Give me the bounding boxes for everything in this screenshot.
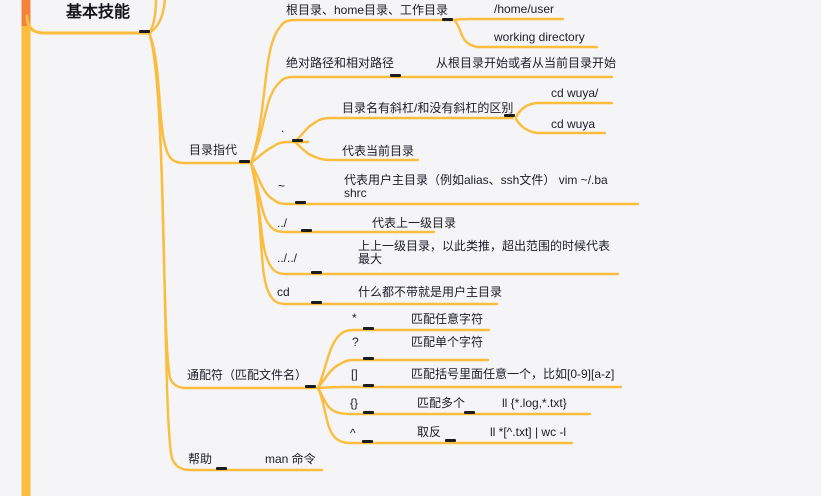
node-caret-desc[interactable]: 取反 bbox=[417, 425, 442, 439]
node-working-directory[interactable]: working directory bbox=[494, 30, 585, 44]
handle-help bbox=[216, 467, 227, 470]
node-cd-desc[interactable]: 什么都不带就是用户主目录 bbox=[358, 285, 503, 299]
node-path-start-desc[interactable]: 从根目录开始或者从当前目录开始 bbox=[436, 56, 617, 70]
handle-basic-skills bbox=[139, 30, 150, 33]
node-home-user-path[interactable]: /home/user bbox=[494, 2, 555, 16]
node-directory-reference[interactable]: 目录指代 bbox=[189, 143, 238, 157]
node-parent-dir-desc[interactable]: 代表上一级目录 bbox=[372, 216, 457, 230]
node-braces-desc[interactable]: 匹配多个 bbox=[417, 396, 466, 410]
node-caret-example[interactable]: ll *[^.txt] | wc -l bbox=[490, 425, 567, 439]
node-brackets[interactable]: [] bbox=[351, 367, 358, 381]
node-home-directory-desc[interactable]: 代表用户主目录（例如alias、ssh文件） vim ~/.bashrc bbox=[344, 173, 608, 200]
handle-cd bbox=[311, 301, 322, 304]
branch-to-working-directory bbox=[453, 19, 599, 49]
node-grandparent-dir[interactable]: ../../ bbox=[277, 251, 298, 265]
handle-directory-reference bbox=[239, 160, 250, 163]
handle-question bbox=[363, 357, 374, 360]
handle-root-home-working bbox=[442, 18, 453, 21]
node-grandparent-dir-desc[interactable]: 上上一级目录，以此类推，超出范围的时候代表最大 bbox=[358, 239, 611, 266]
handle-tilde bbox=[295, 201, 306, 204]
node-absolute-relative-path[interactable]: 绝对路径和相对路径 bbox=[286, 56, 395, 70]
handle-dot bbox=[292, 139, 303, 142]
node-cd[interactable]: cd bbox=[277, 285, 290, 299]
branch-to-braces bbox=[316, 386, 592, 416]
branch-to-question bbox=[316, 358, 490, 390]
node-tilde[interactable]: ~ bbox=[278, 179, 286, 193]
node-question-desc[interactable]: 匹配单个字符 bbox=[411, 335, 484, 349]
node-brackets-desc[interactable]: 匹配括号里面任意一个，比如[0-9][a-z] bbox=[411, 367, 615, 381]
node-basic-skills[interactable]: 基本技能 bbox=[66, 4, 131, 21]
handle-asterisk bbox=[363, 327, 374, 330]
branch-to-help bbox=[147, 31, 324, 472]
handle-slash-difference bbox=[504, 114, 515, 117]
handle-caret bbox=[362, 440, 373, 443]
node-dot[interactable]: . bbox=[281, 121, 285, 135]
node-current-directory-desc[interactable]: 代表当前目录 bbox=[342, 144, 415, 158]
node-braces-example[interactable]: ll {*.log,*.txt} bbox=[502, 396, 567, 410]
branch-to-cd bbox=[249, 161, 499, 306]
branch-to-parent-dir bbox=[249, 161, 436, 234]
handle-brackets bbox=[363, 384, 374, 387]
branch-to-slash-difference bbox=[293, 116, 515, 143]
branch-to-absolute-relative bbox=[249, 75, 614, 165]
branch-to-cd-wuya-slash bbox=[514, 101, 614, 119]
branch-to-cd-wuya bbox=[514, 117, 607, 135]
node-question-mark[interactable]: ? bbox=[352, 335, 359, 349]
branch-up-offscreen-2 bbox=[147, 0, 167, 35]
node-asterisk[interactable]: * bbox=[352, 311, 357, 325]
node-slash-difference[interactable]: 目录名有斜杠/和没有斜杠的区别 bbox=[342, 101, 514, 115]
node-cd-wuya-slash[interactable]: cd wuya/ bbox=[551, 86, 599, 100]
node-braces[interactable]: {} bbox=[350, 396, 359, 410]
branch-to-caret bbox=[316, 386, 574, 445]
handle-braces-desc bbox=[464, 411, 475, 414]
node-caret[interactable]: ^ bbox=[350, 426, 356, 440]
handle-absolute-relative bbox=[390, 74, 401, 77]
branch-to-wildcard bbox=[147, 31, 320, 390]
node-asterisk-desc[interactable]: 匹配任意字符 bbox=[411, 312, 484, 326]
branch-to-asterisk bbox=[316, 328, 491, 390]
node-parent-dir[interactable]: ../ bbox=[277, 216, 288, 230]
node-cd-wuya[interactable]: cd wuya bbox=[551, 117, 596, 131]
branch-to-tilde bbox=[249, 161, 640, 206]
branch-to-current-directory bbox=[293, 140, 420, 162]
handle-caret-desc bbox=[445, 439, 456, 442]
branch-to-root-home-working bbox=[249, 18, 455, 165]
node-help[interactable]: 帮助 bbox=[188, 452, 213, 466]
node-help-desc[interactable]: man 命令 bbox=[265, 452, 316, 466]
handle-braces bbox=[363, 411, 374, 414]
root-underline bbox=[25, 14, 152, 35]
handle-grandparent-dir bbox=[311, 271, 322, 274]
branch-to-home-user bbox=[451, 17, 565, 22]
branch-to-dot bbox=[249, 140, 310, 165]
node-root-home-working-dir[interactable]: 根目录、home目录、工作目录 bbox=[286, 3, 449, 17]
node-wildcard[interactable]: 通配符（匹配文件名） bbox=[187, 368, 308, 382]
branch-to-brackets bbox=[316, 385, 623, 390]
handle-parent-dir bbox=[301, 229, 312, 232]
handle-wildcard bbox=[305, 385, 316, 388]
